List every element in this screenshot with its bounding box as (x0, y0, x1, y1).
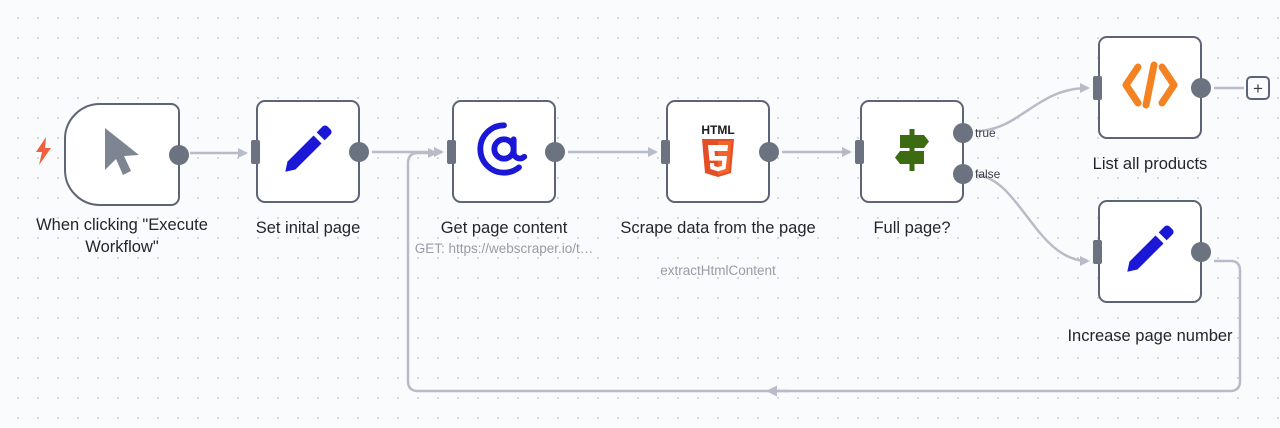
signpost-switch-icon (884, 121, 940, 182)
node-subtitle-get-page-content: GET: https://webscraper.io/t… (414, 241, 594, 256)
node-label-get-page-content: Get page content (440, 219, 568, 237)
trigger-bolt-icon (34, 137, 54, 169)
input-port[interactable] (1093, 75, 1102, 100)
node-label-trigger: When clicking "Execute Workflow" (36, 216, 213, 256)
html5-icon: HTML (690, 120, 746, 183)
node-scrape-data-from-the-page[interactable]: HTML (661, 100, 779, 203)
output-port[interactable] (169, 144, 189, 165)
node-when-clicking-execute-workflow[interactable] (64, 103, 189, 206)
node-label-full-page: Full page? (873, 219, 951, 237)
output-port-true[interactable]: true (953, 122, 996, 143)
input-port[interactable] (1093, 239, 1102, 264)
at-sign-icon (475, 120, 533, 183)
node-label-scrape-data: Scrape data from the page (620, 219, 816, 237)
node-increase-page-number[interactable] (1093, 200, 1211, 303)
cursor-pointer-icon (99, 126, 145, 183)
node-label-increase-page-number: Increase page number (1067, 327, 1233, 345)
output-port[interactable] (1191, 241, 1211, 262)
lightning-bolt-icon (36, 137, 51, 165)
node-subtitle-scrape-data: extractHtmlContent (660, 263, 776, 278)
node-full-page-if[interactable]: true false (855, 100, 1000, 203)
node-label-set-inital-page: Set inital page (255, 219, 361, 237)
code-brackets-icon (1120, 60, 1180, 115)
wire-true-to-list (975, 83, 1090, 133)
svg-text:HTML: HTML (701, 123, 734, 137)
input-port[interactable] (447, 139, 456, 164)
output-label-false: false (975, 167, 1001, 182)
output-label-true: true (975, 125, 996, 140)
output-port[interactable] (545, 141, 565, 162)
add-node-button[interactable]: + (1246, 76, 1270, 100)
input-port[interactable] (251, 139, 260, 164)
output-port[interactable] (759, 141, 779, 162)
output-port[interactable] (1191, 77, 1211, 98)
node-label-list-all-products: List all products (1092, 155, 1208, 173)
output-port[interactable] (349, 141, 369, 162)
input-port[interactable] (661, 139, 670, 164)
pencil-icon (1121, 220, 1179, 283)
input-port[interactable] (855, 139, 864, 164)
node-list-all-products[interactable] (1093, 36, 1211, 139)
pencil-icon (279, 120, 337, 183)
node-get-page-content[interactable] (447, 100, 565, 203)
node-set-inital-page[interactable] (251, 100, 369, 203)
output-port-false[interactable]: false (953, 164, 1000, 185)
